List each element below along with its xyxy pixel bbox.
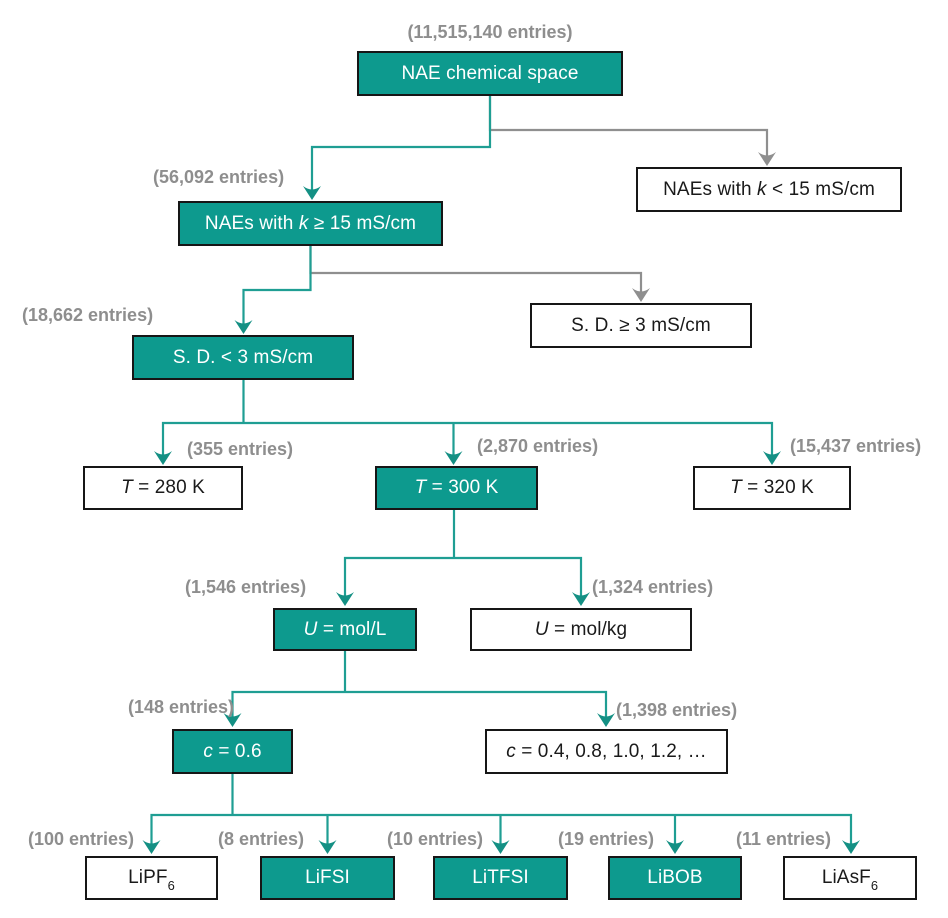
arrowhead-icon xyxy=(758,152,776,166)
entries-label-litfsi: (10 entries) xyxy=(387,829,484,849)
entries-label-libob: (19 entries) xyxy=(558,829,655,849)
node-t-300k: T = 300 K xyxy=(375,466,538,510)
connector-root-to-k-lt-15 xyxy=(488,96,769,158)
connector-kge15-to-sd-lt-3 xyxy=(242,246,312,326)
arrowhead-icon xyxy=(444,451,463,465)
node-u-mol-per-kg: U = mol/kg xyxy=(470,608,692,651)
node-lipf6: LiPF6 xyxy=(85,856,218,900)
node-label: NAEs with k < 15 mS/cm xyxy=(663,178,875,200)
entries-label-u-mol-per-l: (1,546 entries) xyxy=(185,577,307,597)
node-t-280k: T = 280 K xyxy=(83,466,243,510)
node-label: T = 300 K xyxy=(414,477,499,498)
node-label: S. D. < 3 mS/cm xyxy=(172,346,314,368)
arrowhead-icon xyxy=(763,451,781,465)
entries-label-naes-k-ge-15: (56,092 entries) xyxy=(153,167,285,187)
node-lifsi: LiFSI xyxy=(260,856,395,900)
node-label: c = 0.4, 0.8, 1.0, 1.2, … xyxy=(506,740,707,762)
connector-t300-to-units xyxy=(343,510,583,598)
node-c-other: c = 0.4, 0.8, 1.0, 1.2, … xyxy=(485,729,728,774)
entries-label-liasf6: (11 entries) xyxy=(736,829,832,849)
node-label: T = 320 K xyxy=(730,477,814,498)
selected-branch-connectors xyxy=(142,96,860,854)
entries-label-t-300k: (2,870 entries) xyxy=(477,436,599,456)
node-label: NAE chemical space xyxy=(401,62,579,84)
node-c-0-6: c = 0.6 xyxy=(172,729,293,774)
node-label: LiBOB xyxy=(647,867,703,888)
entries-label-c-0-6: (148 entries) xyxy=(128,697,235,717)
connector-sd-to-temperatures xyxy=(161,380,774,457)
node-nae-chemical-space: NAE chemical space xyxy=(357,51,623,96)
entries-label-nae-chemical-space: (11,515,140 entries) xyxy=(407,22,573,42)
node-label: LiFSI xyxy=(305,867,350,888)
arrowhead-icon xyxy=(632,288,650,302)
entries-label-lifsi: (8 entries) xyxy=(218,829,305,849)
node-label: c = 0.6 xyxy=(203,740,262,762)
arrowhead-icon xyxy=(142,840,161,854)
arrowhead-icon xyxy=(318,840,337,854)
entries-label-t-320k: (15,437 entries) xyxy=(790,436,922,456)
node-label: T = 280 K xyxy=(121,477,205,498)
node-sd-ge-3: S. D. ≥ 3 mS/cm xyxy=(530,303,752,348)
node-naes-k-ge-15: NAEs with k ≥ 15 mS/cm xyxy=(178,201,443,246)
node-naes-k-lt-15: NAEs with k < 15 mS/cm xyxy=(636,167,902,212)
node-label: U = mol/kg xyxy=(534,618,628,640)
arrowhead-icon xyxy=(597,713,615,727)
connector-root-to-k-ge-15 xyxy=(310,96,492,192)
arrowhead-icon xyxy=(491,840,510,854)
node-label: U = mol/L xyxy=(303,618,387,640)
arrowhead-icon xyxy=(223,713,242,727)
entries-label-sd-lt-3: (18,662 entries) xyxy=(22,305,154,325)
node-label: LiPF6 xyxy=(128,867,175,894)
connector-c06-to-salts xyxy=(150,774,853,846)
connector-kge15-to-sd-ge-3 xyxy=(309,246,643,294)
connector-umoll-to-concentrations xyxy=(231,651,608,719)
entries-label-c-other: (1,398 entries) xyxy=(616,700,738,720)
arrowhead-icon xyxy=(303,186,321,200)
node-t-320k: T = 320 K xyxy=(693,466,851,510)
node-u-mol-per-l: U = mol/L xyxy=(273,608,417,651)
node-libob: LiBOB xyxy=(608,856,742,900)
arrowhead-icon xyxy=(336,592,354,606)
node-label: LiTFSI xyxy=(472,867,529,888)
node-label: NAEs with k ≥ 15 mS/cm xyxy=(204,212,417,234)
entries-label-u-mol-per-kg: (1,324 entries) xyxy=(592,577,714,597)
node-label: S. D. ≥ 3 mS/cm xyxy=(571,314,711,336)
arrowhead-icon xyxy=(234,320,253,334)
arrowhead-icon xyxy=(572,592,590,606)
arrowhead-icon xyxy=(666,840,684,854)
arrowhead-icon xyxy=(842,840,860,854)
node-litfsi: LiTFSI xyxy=(433,856,568,900)
entries-label-t-280k: (355 entries) xyxy=(187,439,294,459)
arrowhead-icon xyxy=(154,451,172,465)
node-sd-lt-3: S. D. < 3 mS/cm xyxy=(132,335,354,380)
entries-label-lipf6: (100 entries) xyxy=(28,829,135,849)
node-liasf6: LiAsF6 xyxy=(783,856,917,900)
node-label: LiAsF6 xyxy=(821,867,879,894)
